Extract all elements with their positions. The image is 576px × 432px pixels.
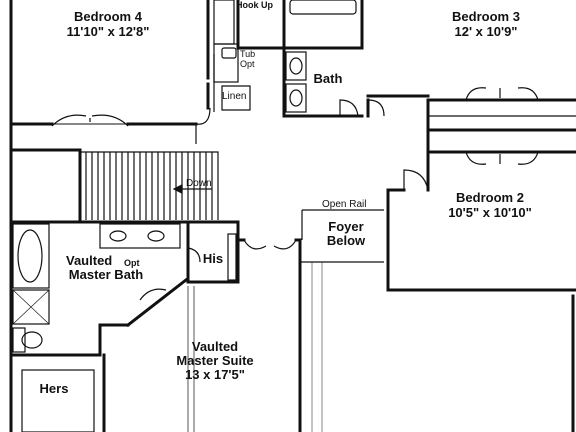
tub-opt-label: Opt bbox=[240, 59, 255, 69]
bedroom2-top-wall bbox=[426, 128, 576, 154]
master-bath-sink-1 bbox=[109, 230, 127, 242]
master-suite-window bbox=[187, 286, 195, 432]
bedroom2-door-swing bbox=[403, 169, 429, 191]
laundry-area bbox=[213, 0, 235, 45]
bath-sink-2 bbox=[289, 89, 303, 107]
hookup-label: Hook Up bbox=[236, 0, 273, 10]
master-bath-vanity bbox=[99, 223, 181, 249]
foyer-below-lines bbox=[311, 262, 323, 432]
master-bath-shower bbox=[12, 289, 50, 325]
open-rail-label: Open Rail bbox=[322, 199, 367, 210]
bath-name: Bath bbox=[313, 71, 343, 86]
master-suite-name2: Master Suite bbox=[176, 353, 254, 368]
master-bath-name2: Master Bath bbox=[68, 267, 144, 282]
bedroom2-size: 10'5" x 10'10" bbox=[448, 205, 532, 220]
foyer-name1: Foyer bbox=[328, 219, 364, 234]
master-bath-opt: Opt bbox=[124, 258, 140, 268]
bath-walls bbox=[282, 0, 430, 118]
stair-treads bbox=[80, 151, 219, 220]
bath-sink-counter-1 bbox=[285, 51, 307, 81]
bedroom4-closet-door-left bbox=[51, 114, 87, 127]
bath-sink-1 bbox=[289, 57, 303, 75]
master-bath-step-wall bbox=[98, 323, 130, 357]
his-closet-walls bbox=[186, 220, 240, 284]
bedroom2-name: Bedroom 2 bbox=[456, 190, 524, 205]
his-closet-door bbox=[187, 247, 201, 263]
his-closet-name: His bbox=[202, 251, 224, 266]
hers-closet-walls bbox=[9, 353, 106, 432]
master-suite-double-doors bbox=[243, 239, 297, 250]
bedroom2-walls bbox=[386, 188, 576, 292]
bedroom2-closet-doors bbox=[465, 151, 539, 165]
stair-arrow-head bbox=[172, 184, 183, 194]
bedroom3-name: Bedroom 3 bbox=[452, 9, 520, 24]
toilet-tank bbox=[12, 327, 26, 353]
linen-label: Linen bbox=[222, 91, 247, 102]
bedroom3-closet-doors bbox=[465, 87, 539, 101]
master-suite-name1: Vaulted bbox=[191, 339, 239, 354]
bath-tub bbox=[289, 0, 357, 15]
master-bath-diagonal-wall bbox=[125, 277, 189, 328]
tub-opt-outline bbox=[213, 43, 239, 83]
bedroom3-size: 12' x 10'9" bbox=[454, 24, 518, 39]
shower-floor-lines bbox=[12, 289, 50, 325]
master-bath-door-swing bbox=[139, 288, 167, 301]
bedroom4-closet-door-right bbox=[91, 114, 129, 127]
linen-closet bbox=[221, 85, 251, 111]
toilet-bowl bbox=[21, 331, 43, 349]
master-bath-tub bbox=[17, 229, 43, 283]
hers-closet-name: Hers bbox=[39, 381, 69, 396]
bath-door-swing-2 bbox=[367, 99, 385, 117]
master-suite-size: 13 x 17'5" bbox=[185, 367, 245, 382]
master-bath-name1: Vaulted bbox=[66, 253, 113, 268]
master-bath-sink-2 bbox=[147, 230, 165, 242]
hers-closet-inner bbox=[21, 369, 95, 432]
tub-label: Tub bbox=[240, 49, 256, 59]
tub-opt-fixture bbox=[221, 47, 237, 59]
bath-door-swing bbox=[339, 99, 359, 117]
bedroom4-door-swing bbox=[195, 107, 211, 144]
his-closet-shelf bbox=[227, 233, 237, 281]
down-label: Down bbox=[186, 178, 212, 189]
bath-sink-counter-2 bbox=[285, 83, 307, 113]
foyer-name2: Below bbox=[326, 233, 366, 248]
master-bath-tub-outline bbox=[12, 223, 50, 289]
bedroom4-size: 11'10" x 12'8" bbox=[66, 24, 150, 39]
bath-divider bbox=[282, 0, 364, 50]
bedroom4-name: Bedroom 4 bbox=[74, 9, 142, 24]
